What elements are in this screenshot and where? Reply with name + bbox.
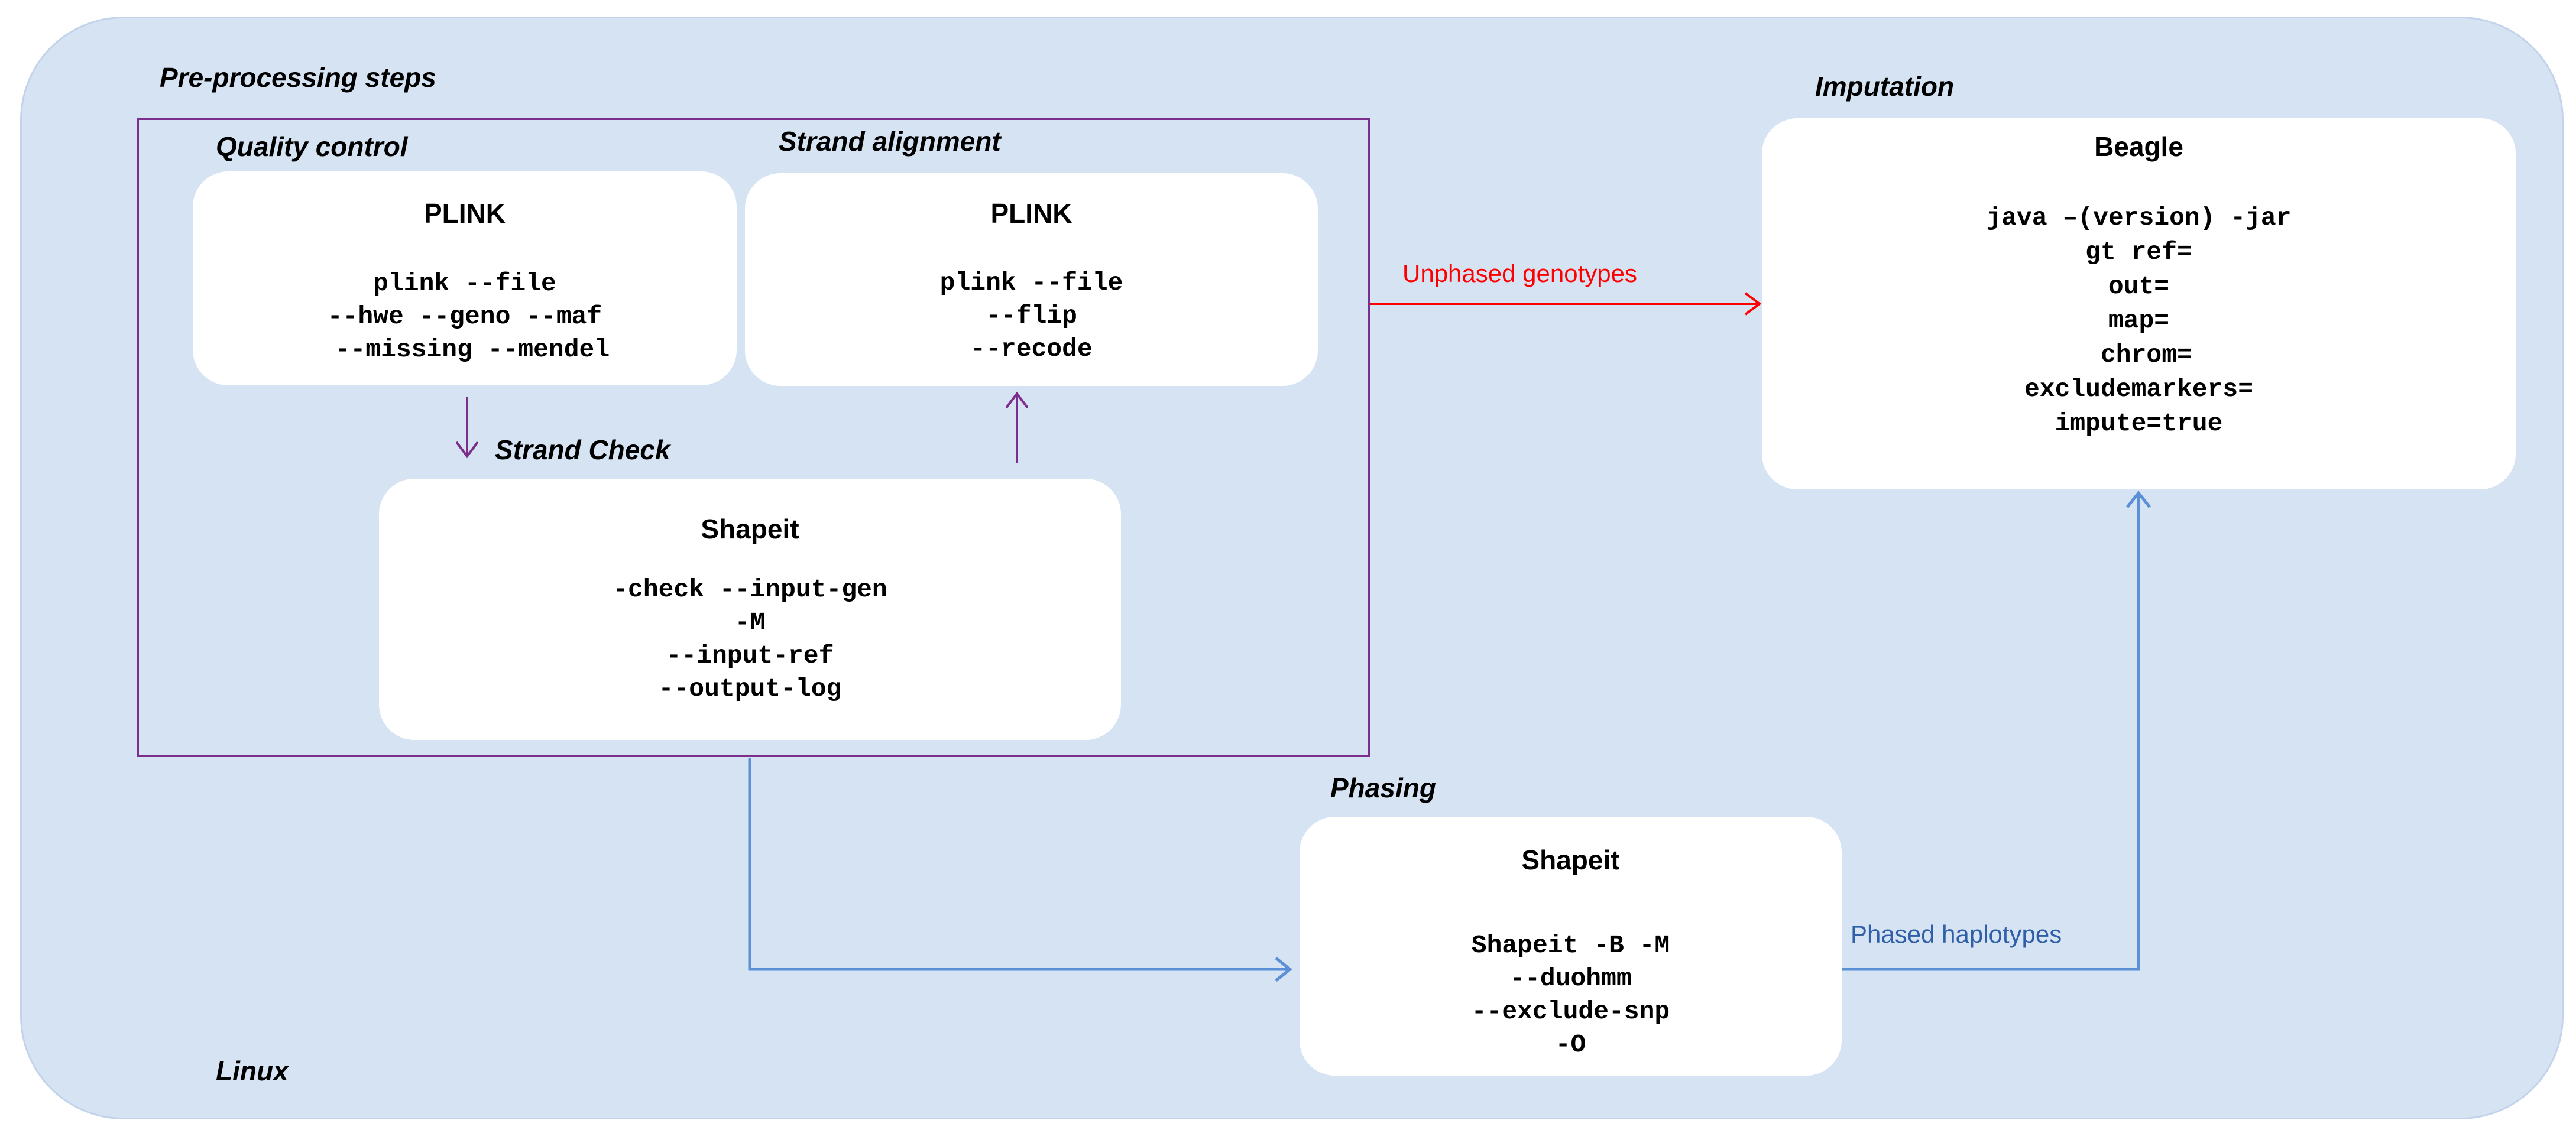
qc-plink-card: PLINK plink --file --hwe --geno --maf --… bbox=[193, 171, 737, 385]
align-plink-card: PLINK plink --file --flip --recode bbox=[745, 173, 1318, 386]
preprocessing-label: Pre-processing steps bbox=[160, 62, 436, 93]
phasing-shapeit-commands: Shapeit -B -M --duohmm --exclude-snp -O bbox=[1300, 929, 1842, 1061]
phasing-shapeit-command: --duohmm bbox=[1509, 964, 1632, 993]
linux-label: Linux bbox=[216, 1056, 289, 1086]
quality-control-label: Quality control bbox=[216, 131, 408, 162]
check-to-align-arrow bbox=[1005, 391, 1029, 463]
qc-plink-command: --missing --mendel bbox=[319, 335, 610, 364]
align-plink-commands: plink --file --flip --recode bbox=[745, 267, 1318, 366]
qc-plink-commands: plink --file --hwe --geno --maf --missin… bbox=[193, 267, 737, 366]
qc-plink-title: PLINK bbox=[424, 198, 506, 229]
phasing-label: Phasing bbox=[1330, 772, 1436, 803]
check-shapeit-title: Shapeit bbox=[701, 514, 799, 544]
phased-haplotypes-label: Phased haplotypes bbox=[1851, 920, 2062, 948]
strand-alignment-label: Strand alignment bbox=[779, 126, 1001, 157]
check-shapeit-card: Shapeit -check --input-gen -M --input-re… bbox=[379, 479, 1121, 740]
qc-plink-command: plink --file bbox=[373, 269, 556, 298]
phasing-shapeit-command: -O bbox=[1555, 1030, 1586, 1059]
beagle-command: impute=true bbox=[2055, 409, 2223, 438]
qc-plink-command: --hwe --geno --maf bbox=[327, 302, 602, 331]
check-shapeit-command: -M bbox=[734, 608, 766, 637]
beagle-command: gt ref= bbox=[2085, 238, 2192, 267]
strand-check-label: Strand Check bbox=[495, 434, 670, 465]
beagle-command: java –(version) -jar bbox=[1986, 203, 2292, 232]
check-shapeit-command: --output-log bbox=[658, 674, 842, 703]
beagle-command: chrom= bbox=[2085, 340, 2192, 369]
align-plink-command: --flip bbox=[986, 301, 1077, 330]
preprocessing-frame bbox=[137, 118, 1370, 757]
align-plink-command: --recode bbox=[970, 335, 1093, 363]
phased-arrow bbox=[1842, 490, 2151, 971]
unphased-genotypes-label: Unphased genotypes bbox=[1402, 259, 1637, 287]
check-shapeit-commands: -check --input-gen -M --input-ref --outp… bbox=[379, 573, 1121, 706]
align-plink-title: PLINK bbox=[990, 198, 1072, 229]
beagle-command: excludemarkers= bbox=[2024, 375, 2254, 404]
align-plink-command: plink --file bbox=[939, 268, 1123, 297]
unphased-arrow bbox=[1370, 292, 1762, 316]
beagle-command: map= bbox=[2108, 306, 2170, 335]
beagle-commands: java –(version) -jar gt ref= out= map= c… bbox=[1762, 201, 2516, 441]
phasing-shapeit-title: Shapeit bbox=[1521, 845, 1620, 875]
phasing-shapeit-command: --exclude-snp bbox=[1471, 997, 1670, 1026]
beagle-card: Beagle java –(version) -jar gt ref= out=… bbox=[1762, 118, 2516, 489]
preprocessing-to-phasing-arrow bbox=[748, 758, 1293, 982]
phasing-shapeit-command: Shapeit -B -M bbox=[1471, 931, 1670, 960]
imputation-label: Imputation bbox=[1815, 71, 1955, 102]
check-shapeit-command: --input-ref bbox=[666, 641, 834, 670]
beagle-command: out= bbox=[2108, 272, 2170, 301]
phasing-shapeit-card: Shapeit Shapeit -B -M --duohmm --exclude… bbox=[1300, 817, 1842, 1076]
check-shapeit-command: -check --input-gen bbox=[613, 575, 887, 604]
beagle-title: Beagle bbox=[2094, 131, 2183, 162]
qc-to-check-arrow bbox=[455, 397, 479, 459]
